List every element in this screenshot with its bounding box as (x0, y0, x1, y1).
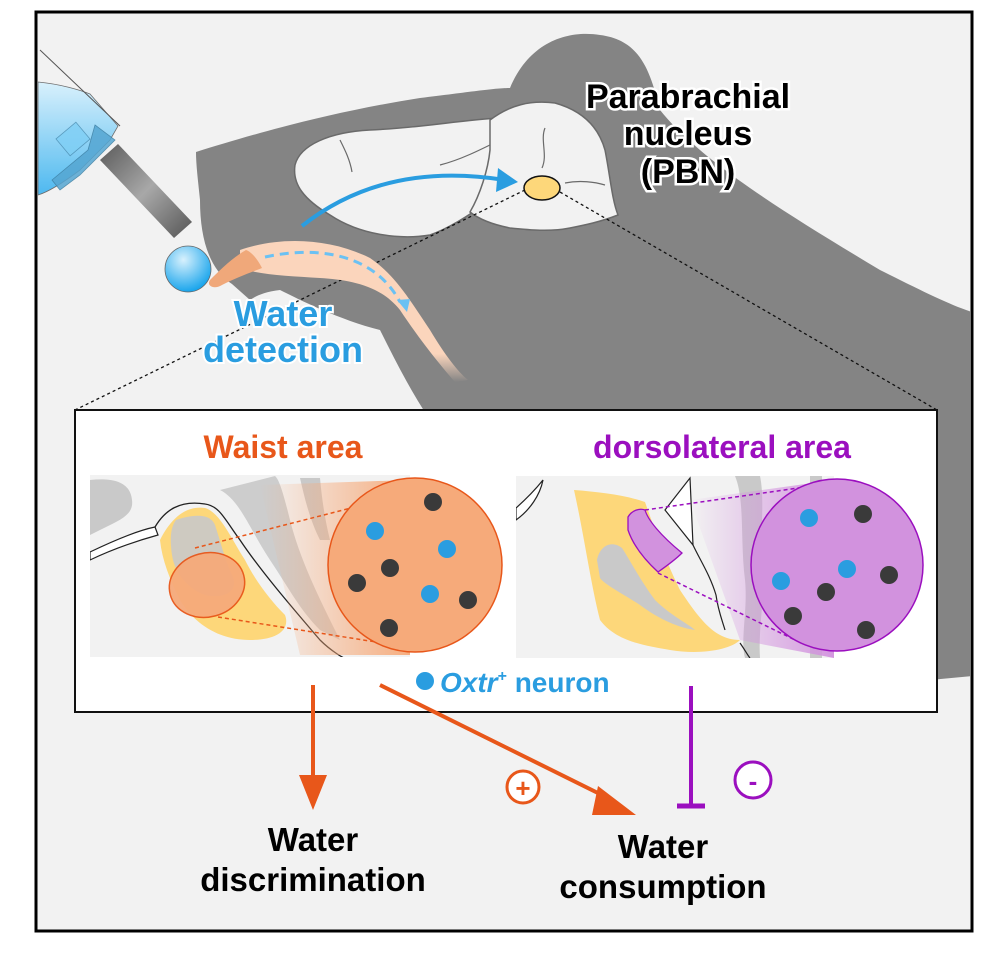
tongue-throat (240, 240, 468, 382)
dorsolateral-area-title: dorsolateral area (593, 429, 851, 465)
svg-text:+: + (515, 773, 530, 803)
brain-folds (541, 127, 606, 186)
pbn-oval (523, 175, 561, 201)
sipper-tube (100, 144, 192, 238)
arrowhead-discrimination (299, 775, 327, 810)
dorsolateral-magnified-circle (750, 478, 924, 652)
plus-sign-icon: + (505, 769, 541, 805)
legend-dot-icon (416, 672, 434, 690)
water-flow-dashed (264, 250, 402, 303)
dorsolateral-neurons (772, 505, 898, 639)
svg-text:-: - (749, 766, 758, 796)
bottle-cap (51, 124, 116, 191)
pbn-label-line3: (PBN) (641, 153, 735, 191)
legend-label: Oxtr+ neuron (440, 667, 610, 698)
legend: Oxtr+ neuron (416, 667, 610, 698)
signal-arrow (300, 173, 506, 228)
minus-sign-icon: - (733, 760, 773, 800)
bottle-nut (55, 121, 91, 157)
pbn-label-line1: Parabrachial (586, 78, 790, 116)
pbn-label: Parabrachial nucleus (PBN) (583, 76, 792, 194)
legend-gene: Oxtr (440, 667, 500, 698)
discrimination-line2: discrimination (200, 861, 426, 898)
arrowhead-consumption (592, 786, 636, 815)
water-detection-label: Water detection (201, 291, 365, 372)
legend-suffix: neuron (507, 667, 610, 698)
dorsolateral-histology (516, 476, 924, 658)
consumption-line2: consumption (559, 868, 766, 905)
water-drop (164, 245, 212, 293)
legend-superscript: + (498, 668, 507, 685)
bottle-edge (39, 49, 121, 127)
water-detection-line1: Water (234, 293, 333, 334)
dorsolateral-region (627, 508, 683, 573)
signal-arrowhead (496, 168, 518, 192)
waist-histology (90, 475, 503, 657)
consumption-line1: Water (618, 828, 709, 865)
discrimination-label: Water discrimination (200, 821, 426, 898)
consumption-label: Water consumption (559, 828, 766, 905)
tongue-tip (208, 250, 262, 288)
waist-area-title: Waist area (204, 429, 363, 465)
water-flow-arrowhead (397, 299, 410, 312)
waist-magnified-circle (327, 477, 503, 653)
waist-neurons (348, 493, 477, 637)
arrow-to-consumption (379, 683, 613, 802)
water-detection-line2: detection (203, 329, 363, 370)
zoom-line-right (559, 191, 938, 411)
discrimination-line1: Water (268, 821, 359, 858)
pbn-label-line2: nucleus (624, 115, 752, 153)
